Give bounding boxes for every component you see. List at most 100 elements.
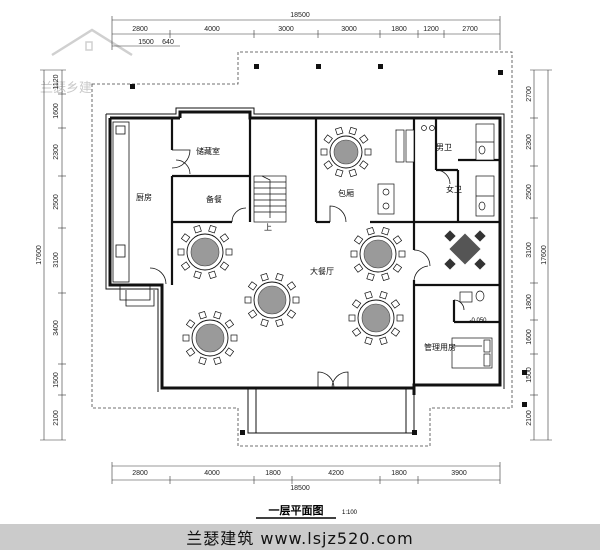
top-dim: 3000	[341, 26, 357, 33]
chair	[351, 299, 362, 309]
room-label-storage: 储藏室	[196, 146, 220, 156]
top-sub-dim: 640	[162, 39, 174, 46]
left-dim: 3100	[53, 252, 60, 268]
manager-bed	[451, 337, 493, 369]
footer-brand-text: 兰瑟建筑 www.lsjz520.com	[186, 529, 414, 548]
chair	[323, 160, 333, 170]
dining-table	[320, 126, 372, 178]
chair	[364, 148, 372, 156]
bottom-dim: 3900	[451, 470, 467, 477]
chair	[224, 319, 235, 329]
chair	[359, 134, 369, 144]
bottom-dim: 1800	[265, 470, 281, 477]
watermark-logo: 兰瑟乡建	[40, 28, 133, 96]
interior-walls	[170, 118, 500, 388]
chair	[353, 263, 364, 273]
chair	[364, 336, 373, 346]
room-label-kitchen: 厨房	[136, 192, 152, 202]
chair	[381, 226, 390, 236]
chair	[219, 261, 230, 271]
chair	[348, 168, 358, 178]
roof-outline	[91, 51, 513, 447]
restroom-fixtures	[377, 123, 495, 303]
chair	[359, 160, 369, 170]
chair	[275, 272, 284, 282]
lounge-table-set	[444, 230, 486, 270]
chair	[224, 347, 235, 357]
columns	[130, 64, 527, 435]
dimension-lines	[40, 16, 552, 484]
total-depth-dim-right: 17600	[541, 245, 548, 265]
chair	[219, 233, 230, 243]
chair	[260, 272, 269, 282]
room-label-mens-wc: 男卫	[436, 143, 452, 152]
chair	[177, 248, 185, 256]
bottom-dim: 4000	[204, 470, 220, 477]
table-centerpiece	[195, 323, 225, 353]
drawing-scale: 1:100	[342, 510, 358, 516]
chair	[398, 250, 406, 258]
chair	[260, 318, 269, 328]
chair	[185, 347, 196, 357]
right-dim: 1500	[526, 367, 533, 383]
room-label-private-room: 包厢	[338, 188, 354, 198]
chair	[334, 168, 344, 178]
staircase	[253, 175, 287, 223]
top-dim: 1800	[391, 26, 407, 33]
right-dim: 2100	[526, 410, 533, 426]
bottom-dim: 1800	[391, 470, 407, 477]
chair	[180, 233, 191, 243]
chair	[275, 318, 284, 328]
entry-porch	[247, 387, 415, 434]
left-dim: 1600	[53, 103, 60, 119]
right-dim: 1800	[526, 294, 533, 310]
chair	[198, 310, 207, 320]
table-centerpiece	[190, 237, 220, 267]
chair	[213, 310, 222, 320]
chair	[185, 319, 196, 329]
chair	[390, 327, 401, 337]
chair	[334, 126, 344, 136]
left-dim: 3400	[53, 320, 60, 336]
top-dim: 2700	[462, 26, 478, 33]
right-dim: 2500	[526, 184, 533, 200]
left-dim: 2500	[53, 194, 60, 210]
chair	[348, 314, 356, 322]
chair	[320, 148, 328, 156]
chair	[182, 334, 190, 342]
left-dim: 2300	[53, 144, 60, 160]
chair	[208, 270, 217, 280]
left-dim: 1120	[53, 74, 60, 89]
top-dim: 3000	[278, 26, 294, 33]
chair	[198, 356, 207, 366]
chair	[213, 356, 222, 366]
chair	[193, 270, 202, 280]
chair	[292, 296, 300, 304]
room-label-womens-wc: 女卫	[446, 184, 462, 194]
kitchen-counters	[112, 121, 155, 307]
round-dining-tables	[177, 126, 406, 366]
chair	[180, 261, 191, 271]
table-centerpiece	[333, 139, 359, 165]
total-width-dim: 18500	[290, 12, 310, 19]
table-centerpiece	[257, 285, 287, 315]
left-dim: 2100	[53, 410, 60, 426]
chair	[247, 309, 258, 319]
table-centerpiece	[363, 239, 393, 269]
chair	[286, 309, 297, 319]
total-depth-dim: 17600	[36, 245, 43, 265]
chair	[323, 134, 333, 144]
bottom-dim: 4200	[328, 470, 344, 477]
top-dim: 2800	[132, 26, 148, 33]
room-label-dining-hall: 大餐厅	[310, 266, 334, 276]
chair	[208, 224, 217, 234]
dining-table	[350, 226, 406, 282]
top-dim: 4000	[204, 26, 220, 33]
right-dim: 1600	[526, 329, 533, 345]
exterior-walls	[108, 110, 502, 395]
table-centerpiece	[361, 303, 391, 333]
chair	[379, 336, 388, 346]
chair	[353, 235, 364, 245]
chair	[392, 263, 403, 273]
